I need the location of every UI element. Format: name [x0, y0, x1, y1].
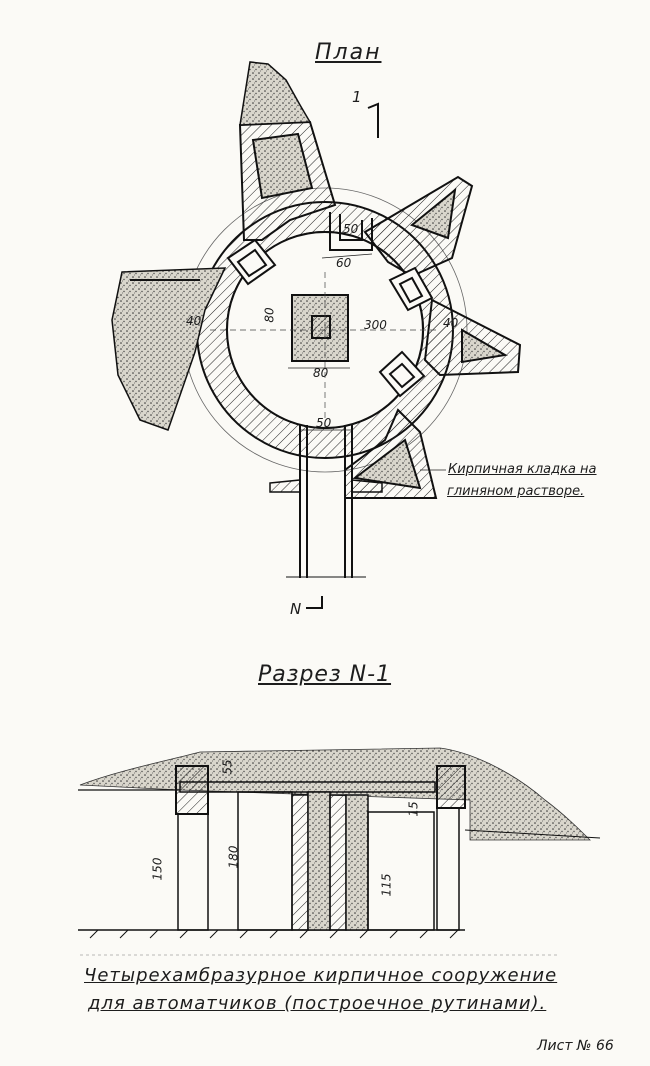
- pillar-section-right: [329, 794, 347, 931]
- wall-mid-left: [237, 791, 293, 931]
- dim-wall-right: 40: [443, 316, 459, 330]
- caption-line1: Четырехамбразурное кирпичное сооружение: [84, 965, 558, 986]
- embrasure-wing-right: [423, 298, 522, 377]
- section-mark-top: 1: [352, 88, 362, 106]
- pillar-section: [291, 794, 309, 931]
- embrasure-notch-left: [226, 238, 277, 286]
- passage-flange: [269, 479, 383, 493]
- wall-left: [177, 813, 209, 931]
- section-view: [78, 747, 601, 956]
- cover-block-left: [175, 765, 209, 815]
- dim-line-60: [321, 253, 373, 259]
- dim-diameter: 300: [364, 318, 387, 332]
- dim-slot: 15: [406, 801, 421, 817]
- embrasure-wing-upper-left: [238, 61, 337, 241]
- material-note-line1: Кирпичная кладка на: [448, 462, 597, 477]
- dim-height-right: 115: [379, 873, 394, 897]
- dim-height-mid: 180: [226, 845, 241, 869]
- section-title: Разрез N-1: [258, 662, 392, 687]
- entry-passage: [299, 425, 353, 578]
- caption-line2: для автоматчиков (построечное рутинами).: [88, 993, 547, 1014]
- plan-view: [111, 61, 522, 609]
- dim-height-left: 150: [150, 857, 165, 881]
- material-note-line2: глиняном растворе.: [447, 484, 585, 499]
- pillar-fill-left: [307, 791, 331, 931]
- section-marker-bottom: [306, 596, 323, 609]
- pillar-core: [311, 315, 331, 339]
- embrasure-notch-top: [329, 212, 373, 251]
- sheet-number: Лист № 66: [537, 1038, 614, 1054]
- dim-cover: 55: [220, 759, 235, 775]
- dim-wall-left: 40: [186, 314, 202, 328]
- wall-mid-right: [345, 794, 369, 931]
- embrasure-wing-upper-right: [363, 175, 474, 278]
- section-mark-bottom: N: [290, 600, 302, 618]
- dim-notch-width: 50: [343, 222, 359, 236]
- dim-notch-gap: 60: [336, 256, 352, 270]
- dim-pillar-width: 80: [313, 366, 329, 380]
- embrasure-notch-lower-right: [378, 350, 426, 398]
- section-marker-top: [367, 102, 379, 138]
- dim-pillar-height: 80: [262, 307, 277, 323]
- dim-passage: 50: [316, 416, 332, 430]
- embrasure-notch-right: [388, 266, 434, 312]
- cover-block-right: [436, 765, 466, 809]
- embrasure-wing-left: [111, 267, 227, 431]
- ground-right: [464, 829, 601, 839]
- embrasure-wing-lower-right: [344, 408, 438, 499]
- wall-right: [436, 807, 460, 931]
- plan-title: План: [315, 40, 382, 65]
- floor-hatch: [89, 929, 459, 939]
- embrasure-opening: [367, 811, 435, 931]
